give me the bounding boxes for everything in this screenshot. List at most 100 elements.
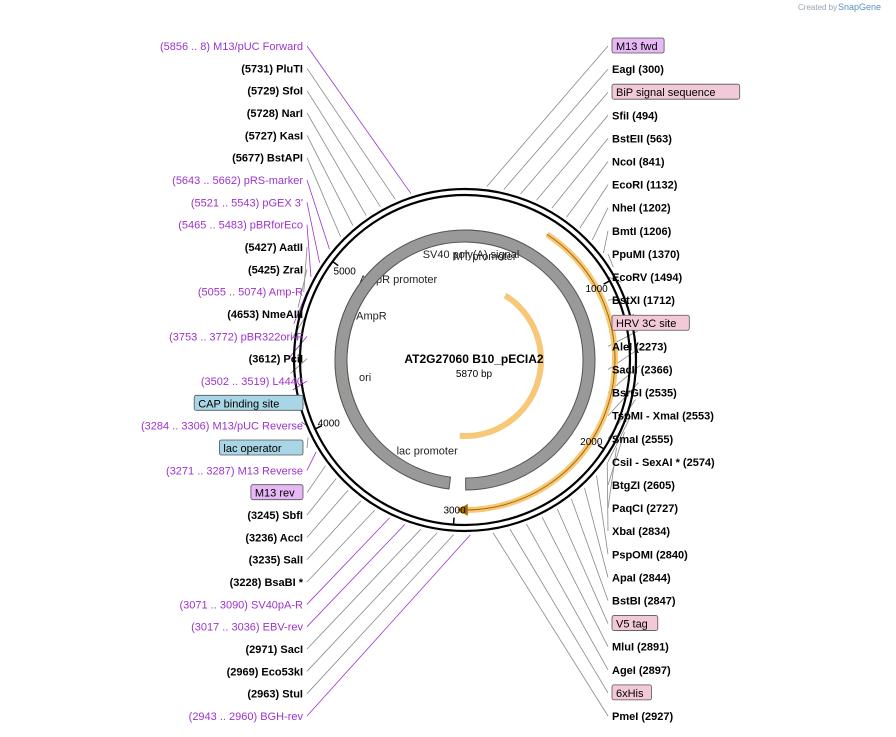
label-5729-sfoi[interactable]: (5729) SfoI — [247, 86, 303, 98]
label-btgzi-2605[interactable]: BtgZI (2605) — [612, 480, 675, 492]
label-5856-8-m13-puc-forward[interactable]: (5856 .. 8) M13/pUC Forward — [160, 41, 303, 53]
leader-line — [306, 45, 412, 194]
label-agei-2897[interactable]: AgeI (2897) — [612, 665, 671, 677]
label-bstxi-1712[interactable]: BstXI (1712) — [612, 295, 675, 307]
label-nhei-1202[interactable]: NheI (1202) — [612, 203, 671, 215]
label-5425-zrai[interactable]: (5425) ZraI — [248, 264, 303, 276]
label-5465-5483-pbrforeco[interactable]: (5465 .. 5483) pBRforEco — [178, 220, 303, 232]
label-pspomi-2840[interactable]: PspOMI (2840) — [612, 549, 688, 561]
label-box-hrv-3c-site — [611, 314, 690, 331]
label-5521-5543-pgex-3[interactable]: (5521 .. 5543) pGEX 3' — [191, 197, 303, 209]
label-3236-acci[interactable]: (3236) AccI — [245, 532, 303, 544]
label-sfii-494[interactable]: SfiI (494) — [612, 110, 658, 122]
label-6xhis[interactable]: 6xHis — [616, 688, 644, 700]
label-apai-2844[interactable]: ApaI (2844) — [612, 572, 671, 584]
leader-line — [571, 498, 609, 601]
leader-line — [536, 115, 609, 201]
label-4653-nmeaiii[interactable]: (4653) NmeAIII — [227, 309, 303, 321]
label-3271-3287-m13-reverse[interactable]: (3271 .. 3287) M13 Reverse — [166, 465, 303, 477]
label-bstbi-2847[interactable]: BstBI (2847) — [612, 595, 676, 607]
label-m13-rev[interactable]: M13 rev — [255, 488, 295, 500]
label-3017-3036-ebv-rev[interactable]: (3017 .. 3036) EBV-rev — [191, 622, 303, 634]
label-3502-3519-l4440[interactable]: (3502 .. 3519) L4440 — [201, 376, 303, 388]
leader-line — [306, 465, 326, 493]
feature-label-mt-promoter: MT promoter — [454, 251, 517, 263]
label-lac-operator[interactable]: lac operator — [223, 443, 281, 455]
feature-label-ori: ori — [359, 372, 371, 384]
leader-line — [306, 437, 309, 449]
leader-line — [289, 336, 308, 358]
label-pmei-2927[interactable]: PmeI (2927) — [612, 711, 673, 723]
leader-line — [503, 68, 609, 190]
label-2943-2960-bgh-rev[interactable]: (2943 .. 2960) BGH-rev — [189, 711, 304, 723]
label-5727-kasi[interactable]: (5727) KasI — [245, 130, 303, 142]
label-5643-5662-prs-marker[interactable]: (5643 .. 5662) pRS-marker — [172, 175, 303, 187]
label-5731-pluti[interactable]: (5731) PluTI — [241, 63, 303, 75]
plasmid-name: AT2G27060 B10_pECIA2 — [404, 352, 544, 366]
leader-line — [607, 432, 625, 486]
label-hrv-3c-site[interactable]: HRV 3C site — [616, 318, 676, 330]
label-3753-3772-pbr322ori-f[interactable]: (3753 .. 3772) pBR322ori-F — [169, 331, 303, 343]
label-tspmi-xmai-2553[interactable]: TspMI - XmaI (2553) — [612, 411, 714, 423]
label-3612-pcii[interactable]: (3612) PciI — [249, 354, 303, 366]
label-2971-saci[interactable]: (2971) SacI — [246, 644, 303, 656]
label-smai-2555[interactable]: SmaI (2555) — [612, 434, 673, 446]
feature-label-lac-promoter: lac promoter — [397, 446, 458, 458]
label-bsrgi-2535[interactable]: BsrGI (2535) — [612, 388, 677, 400]
label-2963-stui[interactable]: (2963) StuI — [247, 689, 303, 701]
tick-mark-4000 — [314, 425, 322, 430]
feature-sv40-poly-a-signal[interactable] — [334, 229, 596, 491]
label-5427-aatii[interactable]: (5427) AatII — [245, 242, 303, 254]
tick-label-4000: 4000 — [318, 419, 341, 430]
label-5677-bstapi[interactable]: (5677) BstAPI — [232, 153, 303, 165]
label-ecori-1132[interactable]: EcoRI (1132) — [612, 180, 678, 192]
label-ecorv-1494[interactable]: EcoRV (1494) — [612, 272, 682, 284]
label-3284-3306-m13-puc-reverse[interactable]: (3284 .. 3306) M13/pUC Reverse — [141, 421, 303, 433]
label-ppumi-1370[interactable]: PpuMI (1370) — [612, 249, 680, 261]
leader-line — [306, 451, 317, 471]
tick-label-1000: 1000 — [585, 284, 608, 295]
label-m13-fwd[interactable]: M13 fwd — [616, 41, 658, 53]
credit-text: Created by — [798, 3, 837, 12]
label-3245-sbfi[interactable]: (3245) SbfI — [247, 510, 303, 522]
label-box-v5-tag — [611, 615, 659, 631]
label-v5-tag[interactable]: V5 tag — [616, 619, 648, 631]
label-bip-signal-sequence[interactable]: BiP signal sequence — [616, 87, 715, 99]
leader-line — [306, 489, 349, 538]
label-cap-binding-site[interactable]: CAP binding site — [198, 398, 279, 410]
label-2969-eco53ki[interactable]: (2969) Eco53kI — [227, 666, 303, 678]
label-3071-3090-sv40pa-r[interactable]: (3071 .. 3090) SV40pA-R — [179, 599, 303, 611]
leader-line — [579, 184, 609, 229]
label-3228-bsabi[interactable]: (3228) BsaBI * — [230, 577, 304, 589]
label-xbai-2834[interactable]: XbaI (2834) — [612, 526, 670, 538]
label-bmti-1206[interactable]: BmtI (1206) — [612, 226, 672, 238]
feature-label-ampr: AmpR — [356, 310, 387, 322]
leader-line — [492, 532, 609, 717]
label-ncoi-841[interactable]: NcoI (841) — [612, 157, 665, 169]
label-paqci-2727[interactable]: PaqCI (2727) — [612, 503, 678, 515]
label-csii-sexai-2574[interactable]: CsiI - SexAI * (2574) — [612, 457, 715, 469]
label-mlui-2891[interactable]: MluI (2891) — [612, 642, 669, 654]
leader-line — [306, 157, 341, 238]
orf-highlight-arc — [459, 292, 544, 439]
leader-line — [607, 253, 614, 268]
leader-line — [306, 202, 320, 263]
label-bsteii-563[interactable]: BstEII (563) — [612, 133, 672, 145]
label-5055-5074-amp-r[interactable]: (5055 .. 5074) Amp-R — [198, 287, 303, 299]
label-3235-sali[interactable]: (3235) SalI — [249, 555, 303, 567]
tick-label-5000: 5000 — [334, 266, 357, 277]
label-alei-2273[interactable]: AleI (2273) — [612, 341, 667, 353]
label-5728-nari[interactable]: (5728) NarI — [247, 108, 303, 120]
leader-line — [591, 207, 609, 241]
leader-line — [306, 112, 367, 216]
label-sacii-2366[interactable]: SacII (2366) — [612, 364, 673, 376]
label-eagi-300[interactable]: EagI (300) — [612, 64, 664, 76]
leader-line — [306, 224, 312, 277]
leader-line — [306, 517, 390, 605]
leader-line — [306, 179, 330, 250]
leader-line — [306, 524, 406, 627]
leader-line — [293, 291, 308, 324]
